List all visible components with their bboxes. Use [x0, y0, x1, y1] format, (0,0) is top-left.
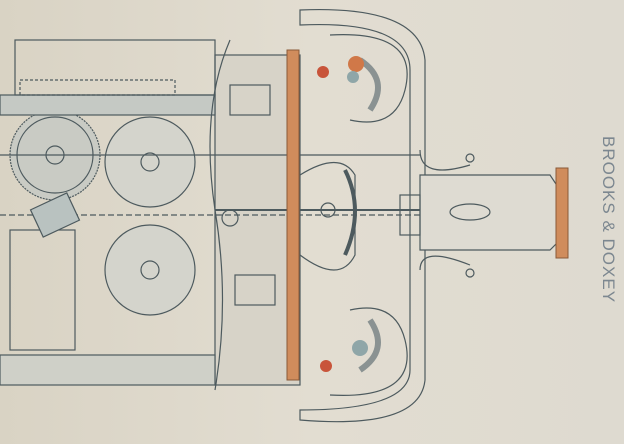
copper-bar	[286, 49, 300, 381]
frame-outline	[299, 8, 426, 423]
cam-slot	[343, 169, 357, 256]
maker-title: BROOKS & DOXEY	[599, 136, 618, 304]
copper-handle	[555, 167, 569, 259]
flywheel-lower	[104, 224, 196, 316]
flywheel-upper	[104, 116, 196, 208]
back-plate	[214, 54, 301, 386]
gear-accent	[317, 66, 329, 78]
